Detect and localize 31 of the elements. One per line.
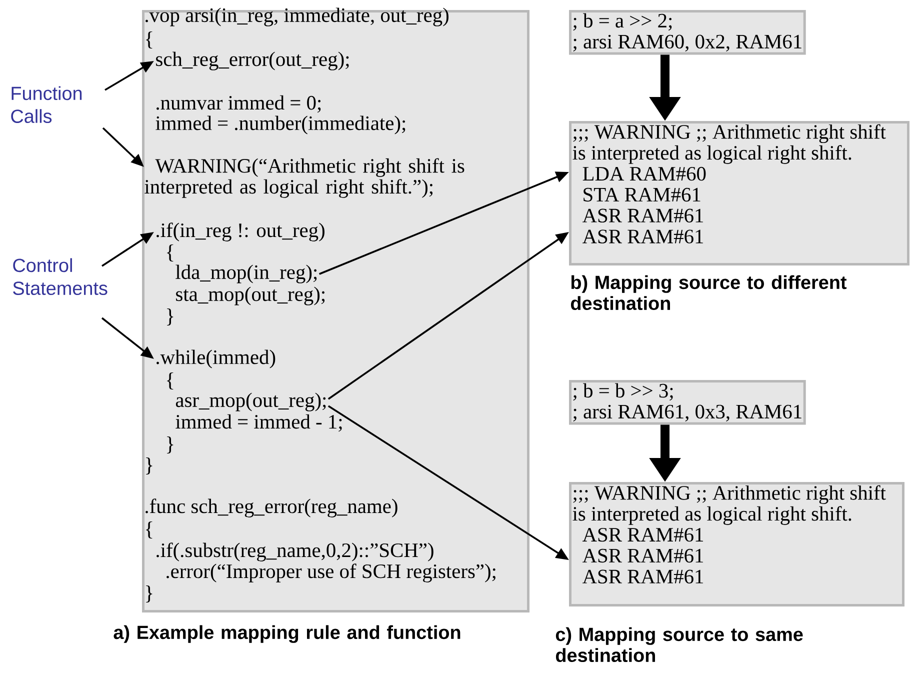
code-line: immed = immed - 1; [176, 414, 342, 432]
code-line: .if(in_reg !: out_reg) [156, 222, 324, 242]
code-line: .numvar immed = 0; [156, 95, 321, 113]
code-line: } [167, 308, 174, 326]
code-line: .error(“Improper use of SCH registers”); [166, 564, 496, 582]
code-line: } [146, 586, 152, 602]
node-label: c) Mapping source to same destination [556, 627, 803, 662]
code-line: WARNING(“Arithmetic right shift is interpreted as logical right shift.”); [144, 158, 464, 198]
code-line: .while(immed) [156, 350, 276, 368]
code-line: } [146, 458, 152, 474]
output-box: ;;; WARNING ;; Arithmetic right shift is interpreted as logical right shift. LDA RAM#60 STA RAM#61 ASR RAM#61 ASR RAM#61 [569, 121, 910, 266]
annotation-label: Function Calls [11, 86, 82, 124]
code-line: { [167, 244, 174, 262]
source-box: ; b = b >> 3; ; arsi RAM61, 0x3, RAM61 [569, 380, 806, 425]
code-line: } [167, 436, 174, 454]
code-line: asr_mop(out_reg); [176, 392, 326, 412]
output-box: ;;; WARNING ;; Arithmetic right shift is interpreted as logical right shift. ASR RAM#61 ASR RAM#61 ASR RAM#61 [569, 482, 904, 606]
code-line: .vop arsi(in_reg, immediate, out_reg) [146, 8, 448, 26]
code-line: immed = .number(immediate); [156, 116, 406, 134]
code-line: .if(.substr(reg_name,0,2)::”SCH”) [156, 542, 434, 562]
code-line: { [146, 522, 152, 538]
code-line: { [167, 372, 174, 390]
code-line: sta_mop(out_reg); [176, 286, 325, 306]
node-label: a) Example mapping rule and function [114, 625, 460, 643]
code-line: { [146, 32, 152, 48]
annotation-label: Control Statements [13, 258, 108, 296]
source-box: ; b = a >> 2; ; arsi RAM60, 0x2, RAM61 [569, 10, 806, 55]
node-label: b) Mapping source to different destination [570, 275, 847, 310]
code-line: lda_mop(in_reg); [176, 264, 317, 284]
code-line: .func sch_reg_error(reg_name) [146, 498, 398, 518]
code-line: sch_reg_error(out_reg); [156, 52, 349, 70]
